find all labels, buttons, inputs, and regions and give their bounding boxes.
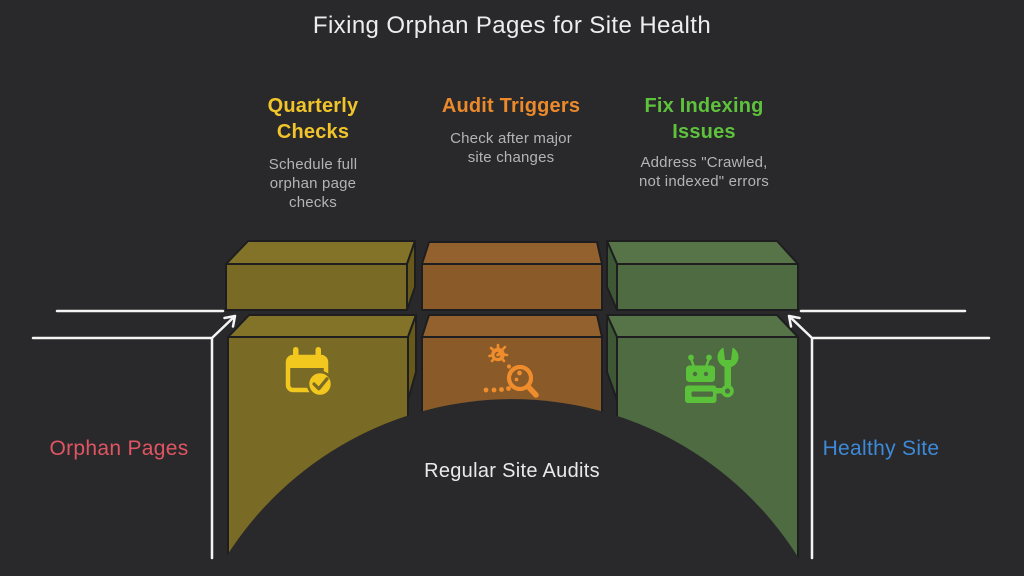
block-top-face: [421, 241, 603, 265]
block-indexing-upper: [606, 240, 799, 311]
block-top-face: [421, 314, 603, 338]
arrow-right-icon: [787, 314, 813, 339]
block-top-face: [227, 314, 417, 338]
heading-line: Checks: [276, 121, 350, 143]
description-audit-triggers: Check after major site changes: [426, 129, 596, 167]
block-top-face: [606, 314, 799, 338]
description-line: Check after major: [450, 130, 572, 147]
heading-fix-indexing-issues: Fix Indexing Issues: [624, 93, 784, 145]
block-quarterly-upper: [225, 240, 416, 311]
calendar-check-icon: [285, 347, 334, 398]
block-front-face: [225, 263, 408, 311]
heading-quarterly-checks: Quarterly Checks: [243, 93, 383, 145]
description-quarterly-checks: Schedule full orphan page checks: [243, 155, 383, 212]
heading-line: Issues: [672, 121, 736, 143]
description-line: Address "Crawled,: [640, 154, 768, 171]
block-audit-upper: [421, 241, 603, 311]
road-lines-right: [787, 309, 991, 560]
block-front-face: [421, 263, 603, 311]
description-line: orphan page: [269, 175, 357, 192]
bug-search-icon: [483, 343, 539, 398]
heading-line: Quarterly: [267, 95, 359, 117]
page-title: Fixing Orphan Pages for Site Health: [312, 12, 712, 39]
label-orphan-pages: Orphan Pages: [49, 437, 189, 460]
heading-line: Audit Triggers: [441, 95, 581, 117]
heading-line: Fix Indexing: [644, 95, 764, 117]
description-line: checks: [289, 194, 337, 211]
description-line: site changes: [467, 149, 555, 166]
description-line: not indexed" errors: [638, 173, 770, 190]
block-front-face: [616, 263, 799, 311]
block-top-face: [606, 240, 799, 265]
robot-wrench-icon: [685, 344, 739, 403]
bridge-arch: [226, 399, 798, 576]
arrow-left-icon: [211, 314, 237, 339]
heading-audit-triggers: Audit Triggers: [426, 93, 596, 119]
label-healthy-site: Healthy Site: [822, 437, 940, 460]
description-line: Schedule full: [268, 156, 358, 173]
block-top-face: [225, 240, 416, 265]
label-regular-site-audits: Regular Site Audits: [424, 460, 600, 482]
description-fix-indexing-issues: Address "Crawled, not indexed" errors: [624, 153, 784, 191]
road-lines-left: [31, 309, 237, 560]
